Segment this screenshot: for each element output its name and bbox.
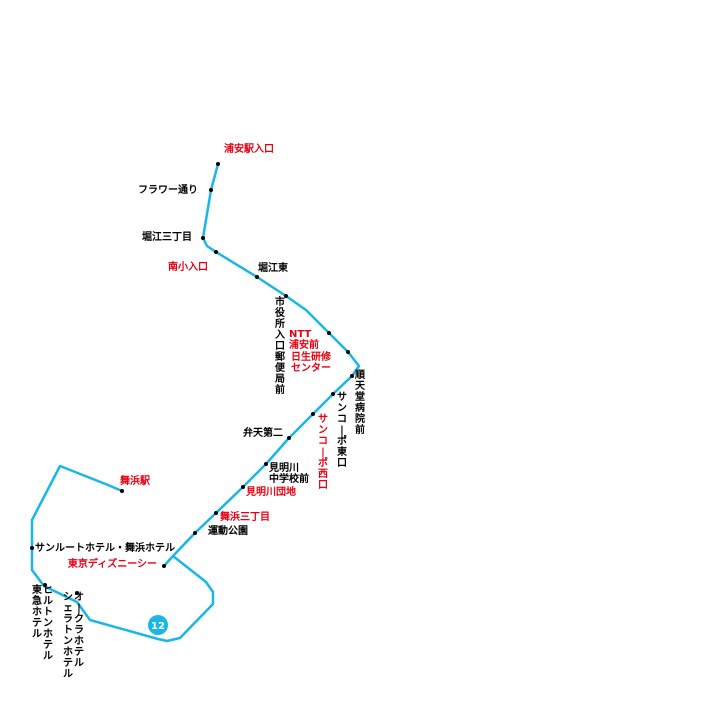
stop-dot-sunroute[interactable] bbox=[30, 546, 34, 550]
label-tokyo-disney-sea: 東京ディズニーシー bbox=[68, 557, 157, 570]
label-horie-higashi: 堀江東 bbox=[258, 261, 288, 274]
stop-dot-juntendo[interactable] bbox=[350, 374, 354, 378]
label-juntendo-byoin-mae: 順天堂病院前 bbox=[354, 368, 366, 436]
stop-dot-maihama-3chome[interactable] bbox=[214, 511, 218, 515]
label-okura-hotel: オ|クラホテル bbox=[74, 591, 84, 669]
stop-dot-shiyakusho[interactable] bbox=[284, 294, 288, 298]
label-horie-3chome: 堀江三丁目 bbox=[142, 230, 192, 243]
stop-dot-urayasu-eki-iriguchi[interactable] bbox=[216, 162, 220, 166]
label-undo-koen: 運動公園 bbox=[208, 524, 248, 537]
label-maihama-eki: 舞浜駅 bbox=[120, 474, 151, 487]
route-number-badge: 12 bbox=[148, 615, 168, 635]
stop-dot-sancopo-nishi[interactable] bbox=[311, 412, 315, 416]
label-flower-dori: フラワー通り bbox=[138, 184, 198, 196]
label-kenmeigawa-chugakko-mae: 見明川 中学校前 bbox=[268, 462, 309, 485]
label-shiyakusho-iriguchi: 市役所入口 bbox=[275, 295, 286, 352]
stop-dot-maihama-eki[interactable] bbox=[120, 489, 124, 493]
stop-dot-tokyo-disney-sea[interactable] bbox=[162, 564, 166, 568]
stop-dot-tokyu-hilton[interactable] bbox=[43, 583, 47, 587]
stop-dot-ntt[interactable] bbox=[327, 331, 331, 335]
label-minami-shonyuguchi: 南小入口 bbox=[168, 260, 208, 273]
route-number-text: 12 bbox=[151, 621, 165, 632]
label-maihama-3chome: 舞浜三丁目 bbox=[220, 510, 270, 523]
label-hilton-hotel: ヒルトンホテル bbox=[43, 584, 53, 662]
stop-dot-kenmeigawa-danchi[interactable] bbox=[241, 485, 245, 489]
stop-dot-horie-3chome[interactable] bbox=[201, 236, 205, 240]
label-tokyu-hotel: 東急ホテル bbox=[32, 583, 42, 640]
route-line-loop bbox=[30, 464, 215, 643]
label-sheraton-hotel: シェラトンホテル bbox=[63, 591, 73, 680]
stop-dot-minami-shonyuguchi[interactable] bbox=[214, 250, 218, 254]
label-benten-daini: 弁天第二 bbox=[243, 426, 283, 439]
label-sancopo-nishiguchi: サンコ|ポ西口 bbox=[318, 413, 328, 491]
label-urayasu-eki-iriguchi: 浦安駅入口 bbox=[224, 142, 274, 155]
label-kenmeigawa-danchi: 見明川団地 bbox=[245, 485, 296, 498]
stop-dot-kenmeigawa-chugakko[interactable] bbox=[264, 462, 268, 466]
stop-dot-flower-dori[interactable] bbox=[209, 188, 213, 192]
label-nissei-kenshu-center: 日生研修 センター bbox=[291, 350, 334, 374]
stop-dot-undo-koen[interactable] bbox=[193, 531, 197, 535]
label-sunroute-hotel: サンルートホテル・舞浜ホテル bbox=[35, 541, 175, 554]
stop-dot-nissei[interactable] bbox=[346, 350, 350, 354]
label-yubinkyoku-mae: 郵便局前 bbox=[274, 350, 286, 396]
route-line-main bbox=[162, 162, 361, 568]
label-ntt-urayasu-mae: NTT 浦安前 bbox=[289, 329, 319, 351]
stop-dot-horie-higashi[interactable] bbox=[255, 275, 259, 279]
stop-dot-sancopo-higashi[interactable] bbox=[331, 392, 335, 396]
stop-dot-benten-daini[interactable] bbox=[287, 436, 291, 440]
stop-dot-sheraton-okura[interactable] bbox=[75, 591, 79, 595]
label-sancopo-higashiguchi: サンコ|ポ東口 bbox=[337, 391, 347, 469]
